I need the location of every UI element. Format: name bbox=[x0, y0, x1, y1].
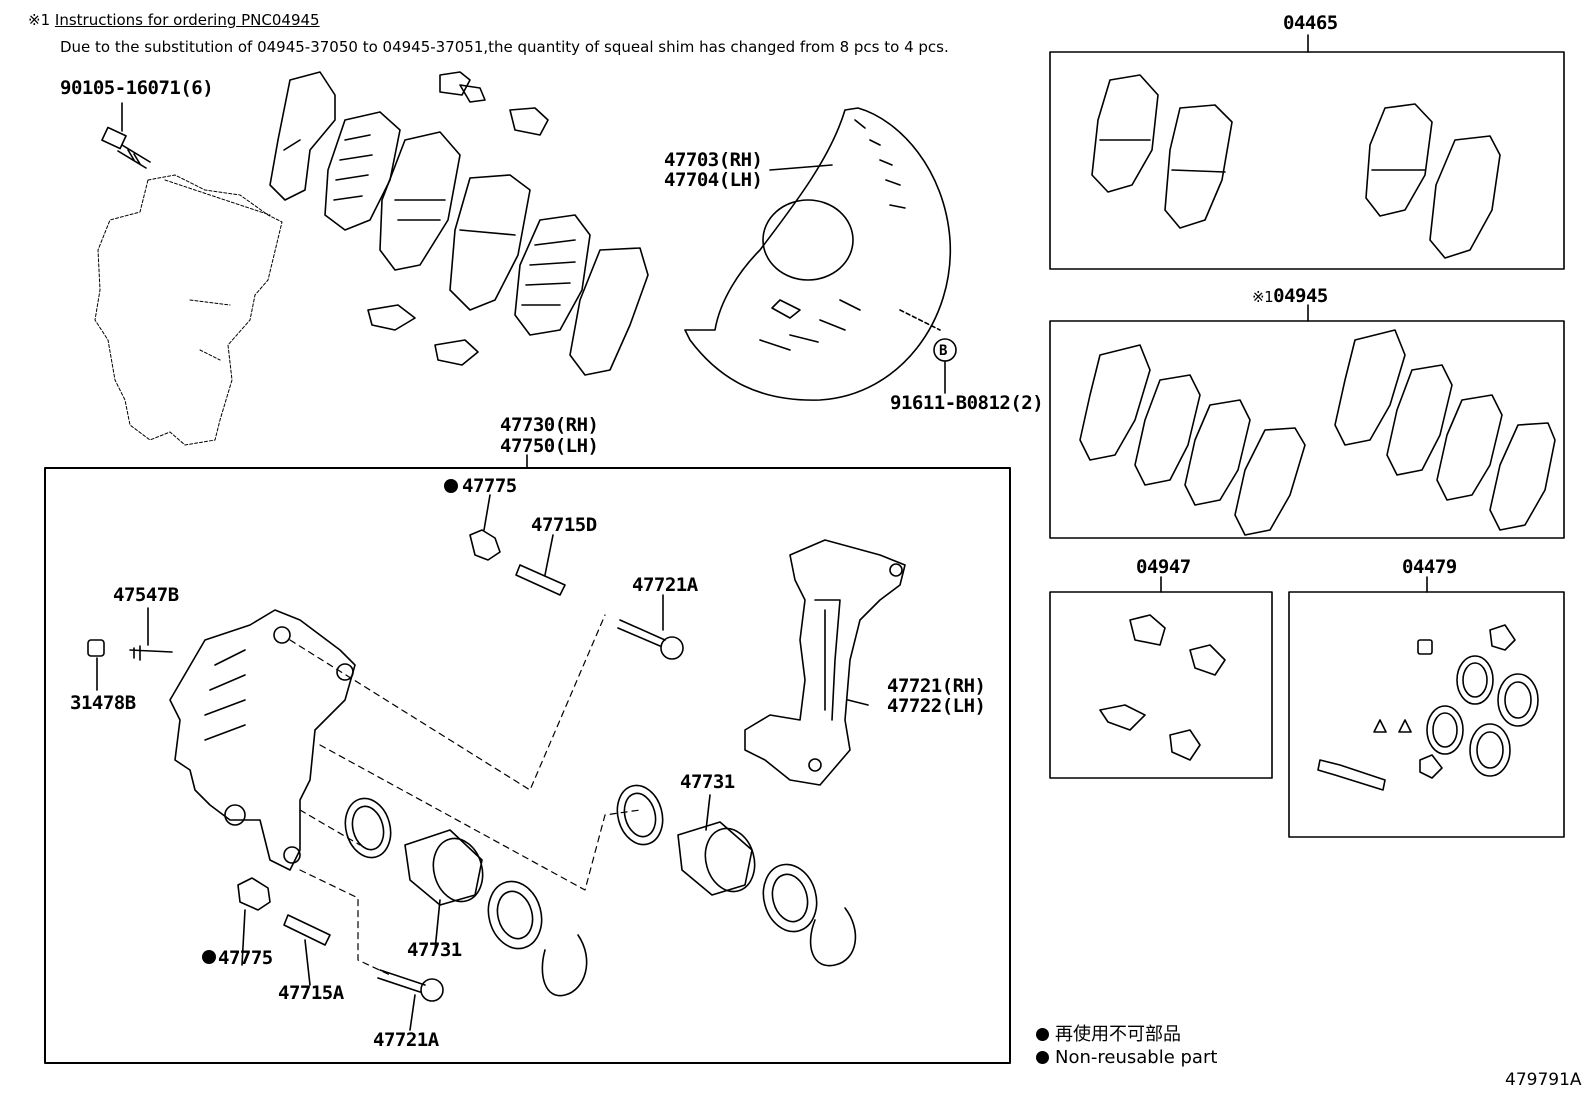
label-pin-top[interactable]: 47715D bbox=[531, 514, 597, 536]
note-title-link: Instructions for ordering PNC04945 bbox=[54, 11, 320, 29]
label-kit-pads[interactable]: 04465 bbox=[1283, 12, 1338, 34]
kit-box-04465 bbox=[1049, 51, 1565, 270]
boot-ring-right bbox=[762, 863, 818, 933]
shim-set-04945 bbox=[1079, 329, 1556, 536]
label-screw-b[interactable]: 91611-B0812(2) bbox=[890, 392, 1044, 414]
boot-47775-bottom bbox=[237, 877, 271, 911]
legend-en-text: Non-reusable part bbox=[1055, 1047, 1218, 1068]
kit-box-04945 bbox=[1049, 320, 1565, 539]
shim-top-2 bbox=[514, 214, 591, 336]
boot-ring-left bbox=[487, 880, 543, 950]
shim-top-1 bbox=[324, 111, 401, 231]
legend-jp-text: 再使用不可部品 bbox=[1055, 1024, 1181, 1045]
pad-top-2 bbox=[379, 131, 461, 271]
nonreusable-marker-top bbox=[444, 479, 458, 493]
label-bleeder[interactable]: 47547B bbox=[113, 584, 179, 606]
cap-31478b bbox=[87, 639, 105, 657]
kit-shims-mark: ※1 bbox=[1252, 288, 1274, 306]
knuckle-outline bbox=[94, 174, 283, 446]
label-piston-left[interactable]: 47731 bbox=[407, 939, 462, 961]
label-caliper-lh[interactable]: 47750(LH) bbox=[500, 435, 599, 457]
label-bolt-top[interactable]: 90105-16071(6) bbox=[60, 77, 214, 99]
legend-dot-icon bbox=[1036, 1028, 1049, 1041]
label-kit-seal[interactable]: 04479 bbox=[1402, 556, 1457, 578]
pin-47715d bbox=[515, 564, 566, 596]
kit-shims-number: 04945 bbox=[1273, 285, 1328, 307]
clip-set-04947 bbox=[1099, 614, 1226, 761]
ordering-note-title: ※1 Instructions for ordering PNC04945 bbox=[28, 11, 320, 29]
bolt-47721a-mid bbox=[617, 619, 684, 660]
boot-47775-top bbox=[469, 529, 501, 561]
piston-47731-left bbox=[404, 829, 484, 906]
clips-top bbox=[367, 71, 549, 366]
snap-ring-left bbox=[541, 934, 588, 997]
label-pin-bottom[interactable]: 47715A bbox=[278, 982, 344, 1004]
kit-box-04479 bbox=[1288, 591, 1565, 838]
seal-right-1 bbox=[616, 784, 664, 846]
mounting-bracket-illustration bbox=[744, 539, 906, 786]
label-dust-cover-lh[interactable]: 47704(LH) bbox=[664, 169, 763, 191]
label-cap[interactable]: 31478B bbox=[70, 692, 136, 714]
note-mark: ※1 bbox=[28, 11, 51, 29]
label-bolt-bottom[interactable]: 47721A bbox=[373, 1029, 439, 1051]
label-boot-top[interactable]: 47775 bbox=[462, 475, 517, 497]
pin-47715a bbox=[283, 914, 331, 946]
legend-jp: 再使用不可部品 bbox=[1036, 1020, 1181, 1046]
label-piston-right[interactable]: 47731 bbox=[680, 771, 735, 793]
snap-ring-right bbox=[809, 907, 857, 967]
seal-left-1 bbox=[344, 797, 392, 859]
dust-cover-illustration bbox=[684, 107, 952, 401]
label-boot-bottom[interactable]: 47775 bbox=[218, 947, 273, 969]
pad-top-1 bbox=[269, 71, 336, 201]
callout-b-label: B bbox=[939, 343, 947, 359]
label-kit-shims[interactable]: ※104945 bbox=[1252, 286, 1328, 307]
piston-47731-right bbox=[677, 821, 756, 896]
figure-id: 479791A bbox=[1505, 1070, 1582, 1090]
assembly-guides bbox=[289, 614, 641, 976]
ordering-note-body: Due to the substitution of 04945-37050 t… bbox=[60, 38, 949, 56]
caliper-body-illustration bbox=[169, 609, 356, 871]
label-caliper-rh[interactable]: 47730(RH) bbox=[500, 414, 599, 436]
label-kit-clips[interactable]: 04947 bbox=[1136, 556, 1191, 578]
label-mount-lh[interactable]: 47722(LH) bbox=[887, 695, 986, 717]
caliper-assembly-box bbox=[44, 467, 1011, 1064]
kit-box-04947 bbox=[1049, 591, 1273, 779]
bolt-90105-illustration bbox=[101, 102, 151, 169]
legend-dot-icon bbox=[1036, 1051, 1049, 1064]
bolt-47721a-bottom bbox=[377, 969, 444, 1002]
label-mount-rh[interactable]: 47721(RH) bbox=[887, 675, 986, 697]
label-dust-cover-rh[interactable]: 47703(RH) bbox=[664, 149, 763, 171]
legend-en: Non-reusable part bbox=[1036, 1047, 1217, 1068]
seal-kit-04479 bbox=[1317, 624, 1539, 791]
pad-set-04465 bbox=[1091, 74, 1501, 259]
bleeder-47547b bbox=[129, 645, 173, 661]
pad-top-4 bbox=[569, 247, 649, 376]
pad-top-3 bbox=[449, 174, 531, 311]
nonreusable-marker-bottom bbox=[202, 950, 216, 964]
label-bolt-mid[interactable]: 47721A bbox=[632, 574, 698, 596]
